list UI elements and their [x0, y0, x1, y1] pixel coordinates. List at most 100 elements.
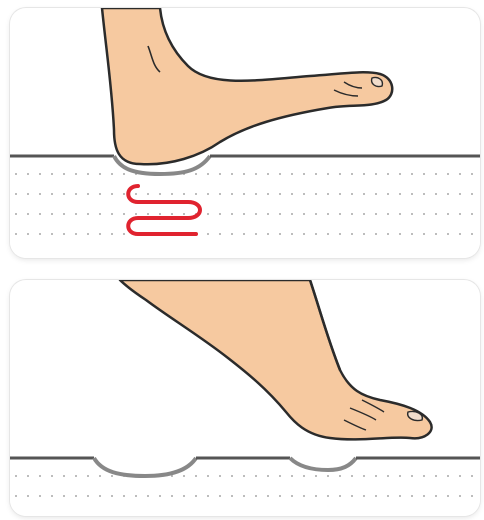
mattress-dot [27, 213, 29, 215]
mattress-surface [10, 156, 480, 258]
mattress-dot [87, 495, 89, 497]
mattress-dot [435, 475, 437, 477]
mattress-dot [63, 475, 65, 477]
mattress-dot [27, 173, 29, 175]
mattress-dot [219, 173, 221, 175]
mattress-dot [375, 173, 377, 175]
mattress-dot [363, 495, 365, 497]
mattress-dot [471, 233, 473, 235]
mattress-dot [327, 193, 329, 195]
mattress-dot [411, 475, 413, 477]
mattress-dot [87, 475, 89, 477]
mattress-dot [435, 173, 437, 175]
mattress-dot [231, 193, 233, 195]
mattress-dot [327, 495, 329, 497]
toe-off-panel [10, 280, 480, 516]
mattress-dot [27, 495, 29, 497]
mattress-dot [267, 475, 269, 477]
toe-off-illustration [10, 280, 480, 516]
mattress-dot [51, 233, 53, 235]
mattress-dot [423, 475, 425, 477]
mattress-dot [267, 233, 269, 235]
mattress-dot [39, 173, 41, 175]
mattress-dot [171, 495, 173, 497]
mattress-dot [15, 193, 17, 195]
mattress-dot [423, 193, 425, 195]
mattress-dot [195, 193, 197, 195]
mattress-dot [303, 495, 305, 497]
mattress-dot [363, 193, 365, 195]
mattress-dot [75, 193, 77, 195]
mattress-dot [435, 193, 437, 195]
mattress-dot [387, 475, 389, 477]
mattress-dot [111, 495, 113, 497]
mattress-dot [471, 495, 473, 497]
mattress-dot [135, 213, 137, 215]
mattress-dot [459, 495, 461, 497]
mattress-dot [231, 495, 233, 497]
mattress-dot [447, 173, 449, 175]
mattress-dot [351, 173, 353, 175]
mattress-dot [435, 495, 437, 497]
mattress-dot [339, 173, 341, 175]
mattress-dot [339, 233, 341, 235]
mattress-dot [111, 173, 113, 175]
mattress-dot [75, 475, 77, 477]
mattress-dot [327, 475, 329, 477]
mattress-dot [363, 213, 365, 215]
heel-strike-panel [10, 8, 480, 258]
mattress-dot [159, 193, 161, 195]
mattress-dot [87, 193, 89, 195]
mattress-dot [171, 193, 173, 195]
mattress-dot [111, 213, 113, 215]
mattress-dot [471, 213, 473, 215]
mattress-dot [195, 173, 197, 175]
mattress-dot [183, 193, 185, 195]
mattress-dot [243, 233, 245, 235]
mattress-dot [195, 475, 197, 477]
mattress-dot [423, 233, 425, 235]
mattress-dot [471, 475, 473, 477]
mattress-dot [375, 193, 377, 195]
mattress-dot [387, 233, 389, 235]
mattress-dot [327, 233, 329, 235]
mattress-dot [207, 173, 209, 175]
mattress-dot [399, 173, 401, 175]
mattress-dot [51, 193, 53, 195]
mattress-dot [291, 213, 293, 215]
mattress-dot [339, 193, 341, 195]
mattress-dot [471, 193, 473, 195]
mattress-dot [435, 233, 437, 235]
mattress-dot [339, 213, 341, 215]
mattress-dot [255, 213, 257, 215]
mattress-dot [219, 213, 221, 215]
mattress-dot [51, 173, 53, 175]
mattress-dot [15, 475, 17, 477]
mattress-dot [243, 193, 245, 195]
mattress-dot [255, 475, 257, 477]
mattress-dot [399, 495, 401, 497]
mattress-dot [51, 495, 53, 497]
mattress-dot [39, 193, 41, 195]
mattress-dot [291, 173, 293, 175]
mattress-dot [291, 475, 293, 477]
mattress-dot [375, 213, 377, 215]
mattress-dot [447, 233, 449, 235]
mattress-dot [147, 193, 149, 195]
mattress-body [10, 156, 480, 258]
mattress-dot [279, 475, 281, 477]
mattress-dot [39, 495, 41, 497]
mattress-dot [75, 213, 77, 215]
mattress-dot [135, 193, 137, 195]
mattress-dot [111, 233, 113, 235]
mattress-dot [207, 213, 209, 215]
mattress-dot [207, 233, 209, 235]
mattress-dot [267, 213, 269, 215]
mattress-dot [15, 233, 17, 235]
mattress-dot [459, 475, 461, 477]
mattress-dot [351, 213, 353, 215]
mattress-dot [183, 495, 185, 497]
mattress-dot [399, 233, 401, 235]
mattress-dot [63, 495, 65, 497]
mattress-dot [51, 475, 53, 477]
